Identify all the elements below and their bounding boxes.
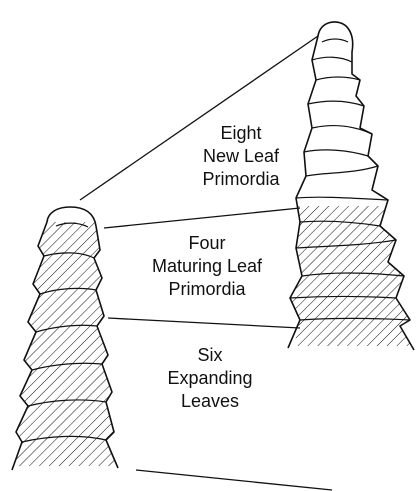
label-line: Eight: [186, 122, 296, 145]
connector-line: [108, 318, 300, 328]
connector-line: [104, 208, 300, 228]
label-line: Primordia: [186, 168, 296, 191]
label-line: Expanding: [162, 367, 258, 390]
label-line: Maturing Leaf: [142, 255, 272, 278]
label-line: Primordia: [142, 278, 272, 301]
label-maturing-leaf-primordia: Four Maturing Leaf Primordia: [142, 232, 272, 301]
large-shoot-drawing: [280, 22, 416, 350]
label-new-leaf-primordia: Eight New Leaf Primordia: [186, 122, 296, 191]
label-expanding-leaves: Six Expanding Leaves: [162, 344, 258, 413]
label-line: New Leaf: [186, 145, 296, 168]
label-line: Six: [162, 344, 258, 367]
label-line: Leaves: [162, 390, 258, 413]
label-line: Four: [142, 232, 272, 255]
connector-line: [136, 470, 332, 490]
small-shoot-drawing: [0, 207, 130, 472]
